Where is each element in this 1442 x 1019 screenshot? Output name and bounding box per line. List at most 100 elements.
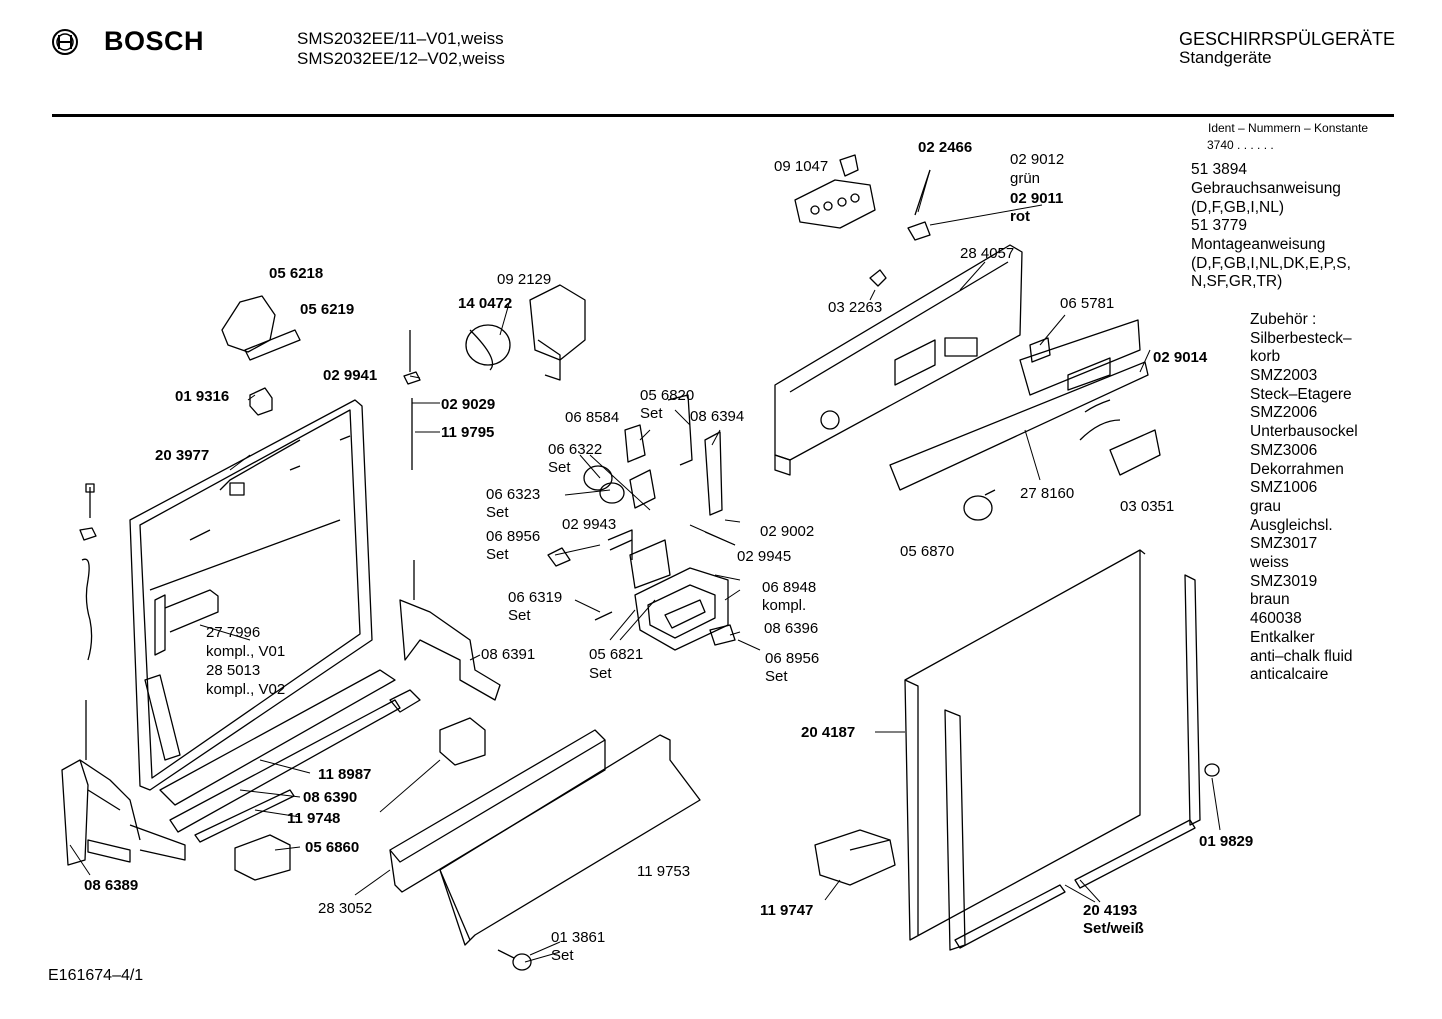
part-label: 02 9945 [737,548,792,565]
part-label: Set [486,546,509,563]
part-label: 20 4187 [801,724,856,741]
part-label: 28 4057 [960,245,1015,262]
part-label: 02 9012 [1010,151,1065,168]
accessory-line: Silberbesteck– [1250,330,1352,347]
part-label: Set [640,405,663,422]
part-label: 06 8584 [565,409,620,426]
part-label: 01 3861 [551,929,606,946]
part-label: 28 5013 [206,662,261,679]
part-label: 09 1047 [774,158,829,175]
clip-019829 [1205,764,1219,776]
part-label: 20 4193 [1083,902,1138,919]
accessory-line: SMZ3019 [1250,573,1318,590]
doc-2-number: 51 3779 [1191,217,1248,234]
timer-092129 [466,285,585,380]
part-label: 02 9002 [760,523,815,540]
knob-056870 [964,490,995,520]
part-label: 11 9748 [287,810,341,827]
bracket-119747 [815,830,895,885]
part-label: grün [1010,170,1041,187]
leader-lines [70,170,1220,962]
part-label: 11 9795 [441,424,495,441]
doc-2-languages-1: (D,F,GB,I,NL,DK,E,P,S, [1191,255,1351,272]
part-label: Set [486,504,509,521]
left-springs [80,330,420,760]
part-label: kompl., V01 [206,643,286,660]
part-label: 06 8956 [765,650,820,667]
part-label: 02 9014 [1153,349,1208,366]
switch-091047 [795,155,875,228]
part-label: 06 8948 [762,579,817,596]
inner-door-panel [130,400,372,790]
accessory-line: SMZ1006 [1250,479,1318,496]
part-label: 08 6389 [84,877,139,894]
part-label: 27 7996 [206,624,261,641]
part-label: 05 6860 [305,839,360,856]
clip-019316 [250,388,272,415]
part-label: 11 9753 [637,863,691,880]
part-label: 05 6820 [640,387,695,404]
accessory-line: SMZ3017 [1250,535,1318,552]
part-label: 06 6323 [486,486,541,503]
part-label: 06 8956 [486,528,541,545]
part-label: 06 5781 [1060,295,1115,312]
category-title: GESCHIRRSPÜLGERÄTE [1179,29,1396,49]
accessory-line: grau [1250,498,1282,515]
part-label: 11 9747 [760,902,814,919]
accessory-line: SMZ2003 [1250,367,1318,384]
lock-mechanism [548,395,735,650]
part-label: 02 9941 [323,367,378,384]
side-bracket-086391 [390,600,500,712]
control-panel-284057 [775,245,1022,475]
part-label: 08 6390 [303,789,358,806]
model-line-2: SMS2032EE/12–V02,weiss [297,49,505,68]
hinge-left [62,760,185,865]
part-label: Set [589,665,612,682]
doc-1-languages: (D,F,GB,I,NL) [1191,199,1285,216]
part-label: 28 3052 [318,900,373,917]
base-plate-119753 [440,735,700,945]
drawing-code: E161674–4/1 [48,967,144,984]
part-label: 05 6870 [900,543,955,560]
accessory-line: braun [1250,591,1290,608]
accessory-line: Entkalker [1250,629,1315,646]
part-label: 01 9316 [175,388,230,405]
part-label: 03 0351 [1120,498,1175,515]
hinge-parts-056218 [222,296,300,360]
part-label: 11 8987 [318,766,372,783]
base-plate-283052 [390,730,605,892]
ident-title: Ident – Nummern – Konstante [1208,121,1369,135]
accessory-line: anti–chalk fluid [1250,648,1353,665]
part-label: 08 6394 [690,408,745,425]
contacts-030351 [1080,400,1160,475]
doc-1-number: 51 3894 [1191,161,1248,178]
part-label: rot [1010,208,1030,225]
part-label: Set [765,668,788,685]
part-label: 02 9029 [441,396,496,413]
part-label: 08 6391 [481,646,536,663]
part-label: Set [508,607,531,624]
doc-2-languages-2: N,SF,GR,TR) [1191,273,1283,290]
ident-code: 3740 . . . . . . [1207,138,1274,152]
part-label: 05 6821 [589,646,644,663]
part-label: kompl., V02 [206,681,286,698]
accessory-line: Steck–Etagere [1250,386,1352,403]
part-label: 05 6219 [300,301,355,318]
accessory-line: Dekorrahmen [1250,461,1344,478]
part-label: 01 9829 [1199,833,1254,850]
part-label: Set [551,947,574,964]
fascia-strip-278160 [890,320,1148,490]
accessory-line: SMZ2006 [1250,404,1318,421]
part-label: 20 3977 [155,447,210,464]
part-label: 02 2466 [918,139,973,156]
accessory-line: Zubehör : [1250,311,1317,328]
part-label: Set/weiß [1083,920,1144,937]
part-label: kompl. [762,597,807,614]
foot-cube [440,718,485,765]
doc-1-name: Gebrauchsanweisung [1191,180,1341,197]
accessory-line: weiss [1250,554,1289,571]
part-label: 02 9943 [562,516,617,533]
screw-013861 [498,950,531,970]
part-label: 05 6218 [269,265,324,282]
accessory-line: korb [1250,348,1281,365]
